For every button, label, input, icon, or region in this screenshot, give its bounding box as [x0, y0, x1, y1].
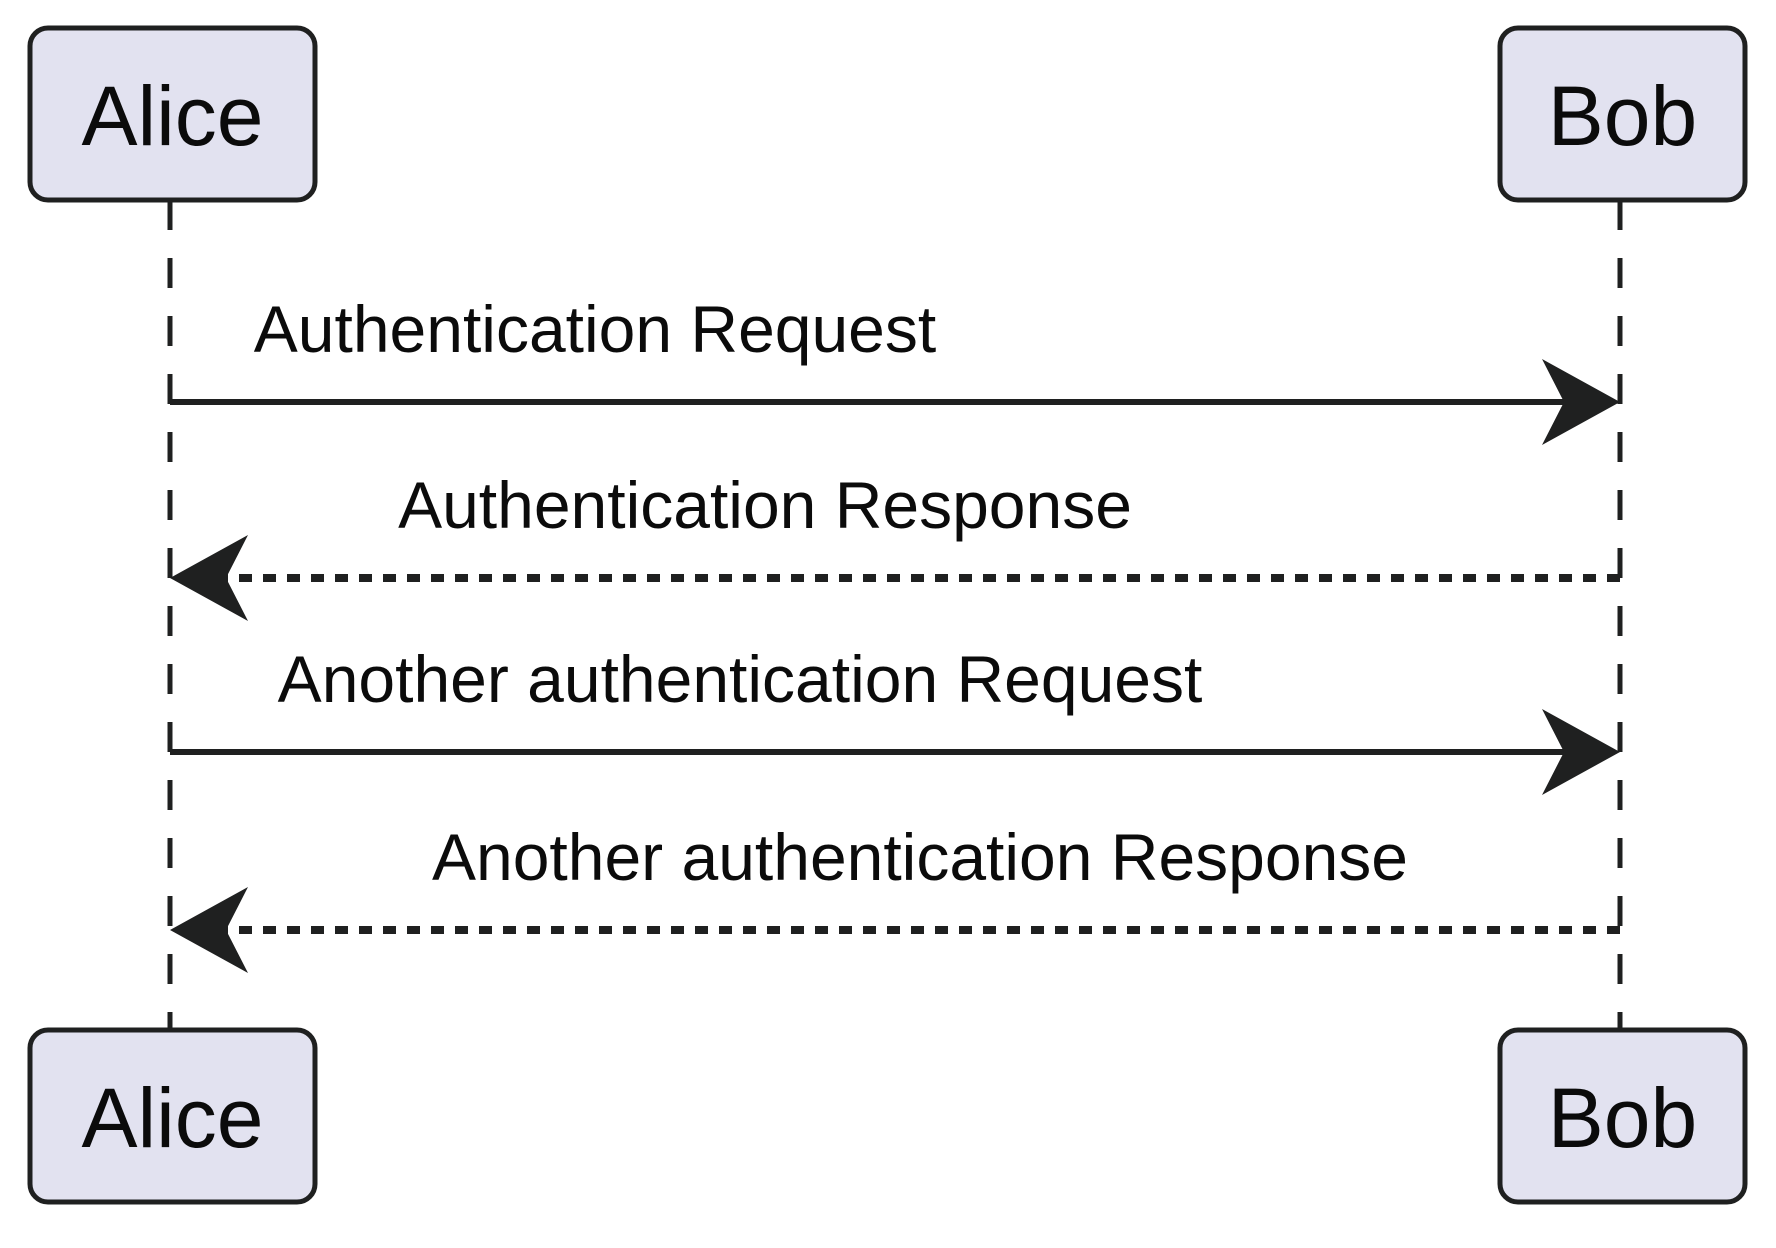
message-3-arrowhead: [1542, 709, 1620, 795]
actor-boxes-group: Alice Bob Alice Bob: [27, 25, 1748, 1205]
message-4-label: Another authentication Response: [432, 820, 1408, 894]
message-2-arrowhead: [170, 535, 248, 621]
message-2-label: Authentication Response: [398, 468, 1132, 542]
message-4-arrowhead: [170, 887, 248, 973]
actor-alice-top-label: Alice: [81, 69, 263, 163]
message-1[interactable]: Authentication Request: [170, 292, 1620, 445]
actor-alice-top[interactable]: Alice: [27, 25, 318, 203]
actor-alice-bottom-label: Alice: [81, 1071, 263, 1165]
actor-bob-bottom-label: Bob: [1548, 1071, 1697, 1165]
messages-group: Authentication Request Authentication Re…: [170, 292, 1620, 973]
message-1-arrowhead: [1542, 359, 1620, 445]
message-3-label: Another authentication Request: [278, 642, 1203, 716]
actor-bob-bottom-box: [1497, 1027, 1748, 1205]
message-3[interactable]: Another authentication Request: [170, 642, 1620, 795]
actor-bob-top-box: [1497, 25, 1748, 203]
message-1-label: Authentication Request: [254, 292, 936, 366]
actor-alice-top-box: [27, 25, 318, 203]
actor-bob-bottom[interactable]: Bob: [1497, 1027, 1748, 1205]
actor-bob-top-label: Bob: [1548, 69, 1697, 163]
lifelines-group: [167, 200, 1623, 1030]
actor-alice-bottom-box: [27, 1027, 318, 1205]
actor-bob-top[interactable]: Bob: [1497, 25, 1748, 203]
actor-alice-bottom[interactable]: Alice: [27, 1027, 318, 1205]
message-4[interactable]: Another authentication Response: [170, 820, 1620, 973]
message-2[interactable]: Authentication Response: [170, 468, 1620, 621]
